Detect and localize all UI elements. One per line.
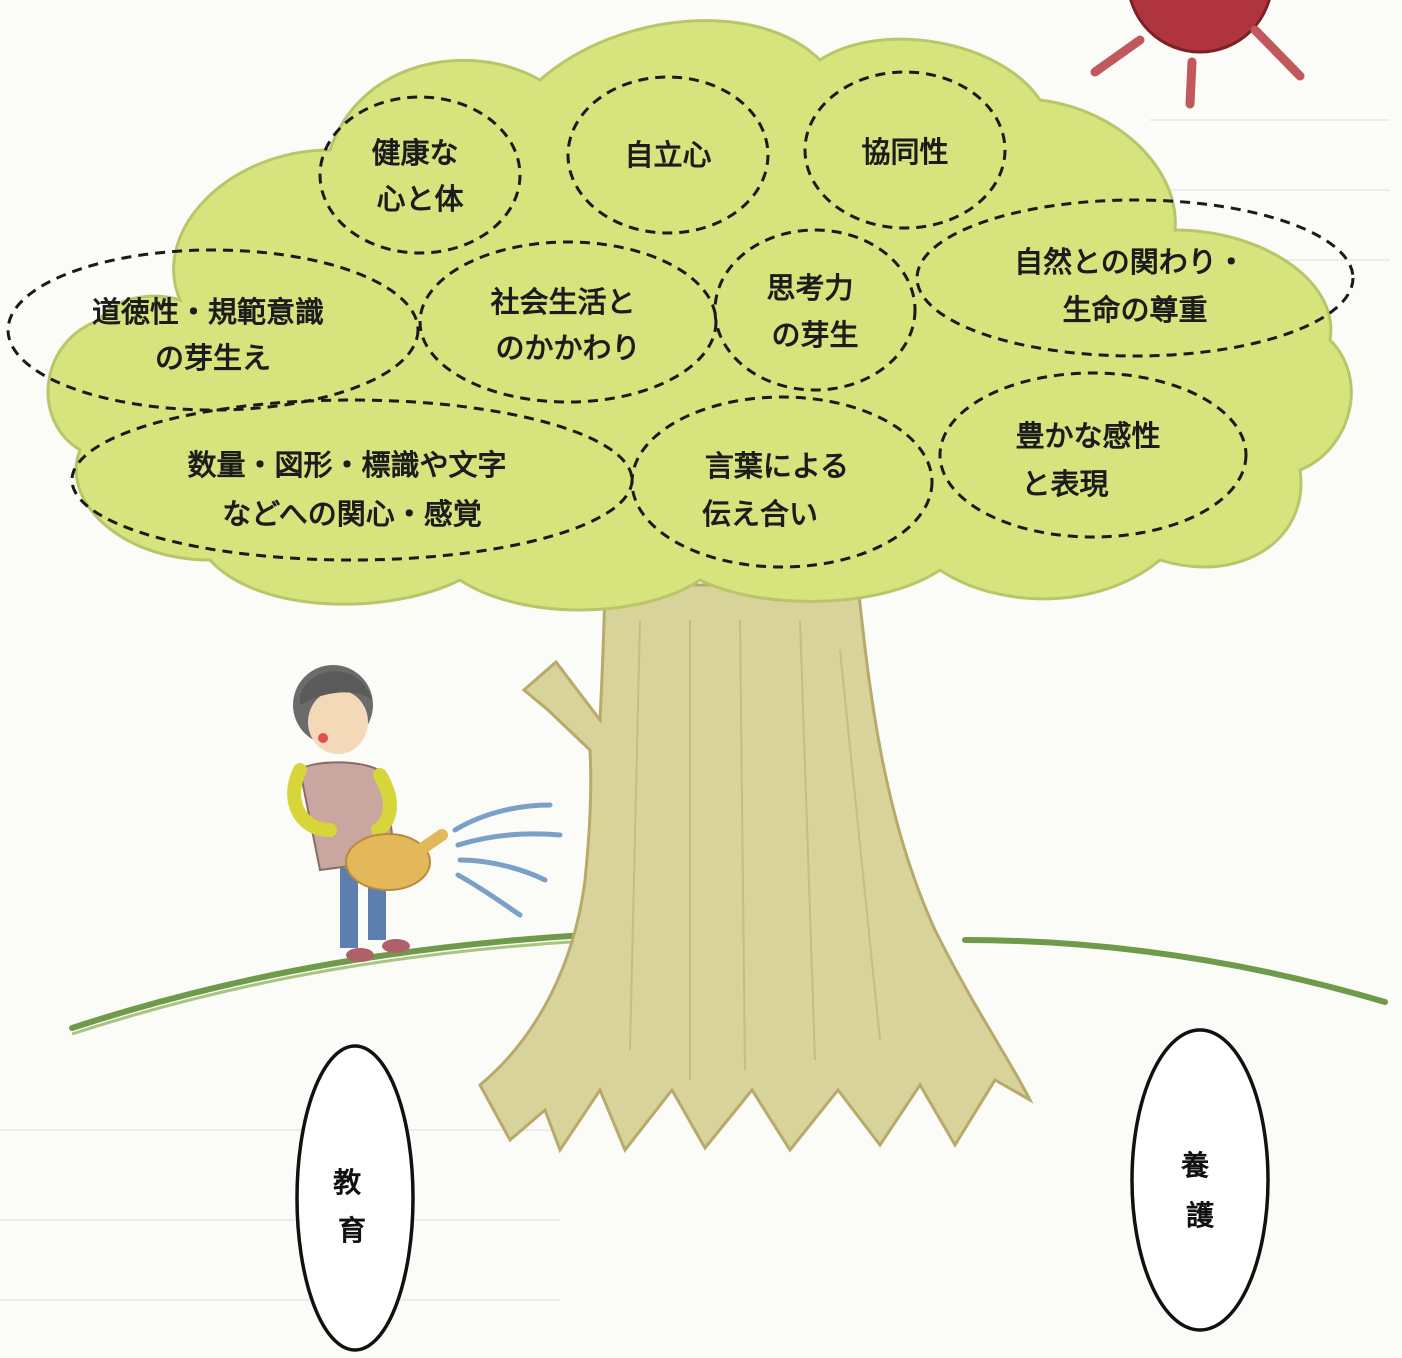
label-numbers-line-2: などへの関心・感覚 xyxy=(222,497,482,531)
label-numbers-line-1: 数量・図形・標識や文字 xyxy=(187,448,506,482)
ellipse-language xyxy=(630,395,934,569)
care-char-2: 護 xyxy=(1186,1199,1215,1232)
label-morality-line-1: 道徳性・規範意識 xyxy=(92,295,324,329)
label-sensitivity-line-1: 豊かな感性 xyxy=(1015,419,1160,453)
label-numbers: 数量・図形・標識や文字 などへの関心・感覚 xyxy=(187,448,516,531)
label-health: 健康な 心と体 xyxy=(371,136,468,216)
label-language-line-2: 伝え合い xyxy=(702,497,818,531)
label-language: 言葉による 伝え合い xyxy=(702,449,859,531)
label-cooperation: 協同性 xyxy=(861,135,948,169)
foundation-care: 養 護 xyxy=(1130,1028,1270,1332)
sun-icon xyxy=(1090,0,1305,109)
label-sensitivity: 豊かな感性 と表現 xyxy=(1015,419,1170,501)
care-char-1: 養 xyxy=(1180,1149,1209,1182)
ellipse-morality xyxy=(6,248,420,412)
label-society: 社会生活と のかかわり xyxy=(490,285,645,365)
label-thinking: 思考力 の芽生 xyxy=(766,271,863,352)
label-society-line-1: 社会生活と xyxy=(490,285,635,319)
education-char-2: 育 xyxy=(338,1214,366,1247)
ellipse-society xyxy=(418,240,718,404)
label-independence-line-1: 自立心 xyxy=(624,138,711,172)
canopy-labels: 健康な 心と体 自立心 協同性 道徳性・規範意識 の芽生え 社会生活と のかかわ… xyxy=(92,135,1256,531)
ellipse-nature xyxy=(915,198,1355,358)
gardener-figure xyxy=(287,665,563,962)
ellipse-cooperation xyxy=(803,70,1007,230)
label-health-line-2: 心と体 xyxy=(376,182,464,216)
label-morality-line-2: の芽生え xyxy=(155,341,271,375)
label-morality: 道徳性・規範意識 の芽生え xyxy=(92,295,334,375)
ellipse-thinking xyxy=(713,228,917,392)
ellipse-sensitivity xyxy=(938,371,1248,539)
ellipse-health xyxy=(318,95,522,255)
label-sensitivity-line-2: と表現 xyxy=(1021,467,1108,501)
label-nature-line-2: 生命の尊重 xyxy=(1062,293,1207,327)
ellipse-independence xyxy=(566,75,770,235)
tree-canopy xyxy=(46,19,1353,612)
education-label: 教 育 xyxy=(333,1166,371,1247)
label-thinking-line-2: の芽生 xyxy=(771,318,858,352)
care-label: 養 護 xyxy=(1180,1149,1219,1232)
label-nature-line-1: 自然との関わり・ xyxy=(1014,245,1246,279)
label-nature: 自然との関わり・ 生命の尊重 xyxy=(1014,245,1256,327)
tree-trunk xyxy=(478,583,1034,1154)
label-language-line-1: 言葉による xyxy=(705,449,849,483)
label-independence: 自立心 xyxy=(624,138,711,172)
label-cooperation-line-1: 協同性 xyxy=(861,135,948,169)
foundation-education: 教 育 xyxy=(295,1044,415,1352)
label-thinking-line-1: 思考力 xyxy=(766,271,853,305)
education-char-1: 教 xyxy=(333,1166,361,1199)
label-society-line-2: のかかわり xyxy=(495,331,640,365)
canopy-dashed-ellipses xyxy=(6,70,1355,569)
label-health-line-1: 健康な xyxy=(371,136,458,170)
ground-line xyxy=(69,932,1388,1031)
